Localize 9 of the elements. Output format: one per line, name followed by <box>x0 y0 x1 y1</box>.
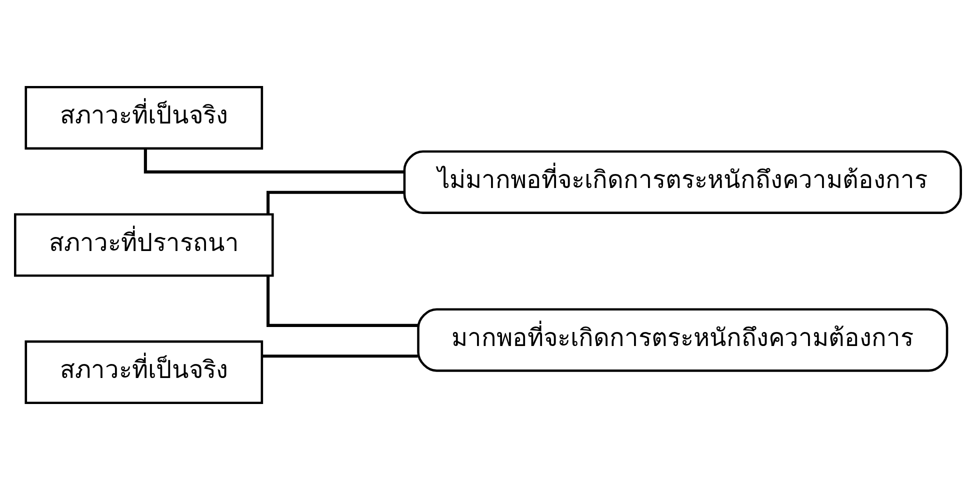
connector <box>266 190 404 214</box>
node-box: มากพอที่จะเกิดการตระหนักถึงความต้องการ <box>417 308 948 372</box>
connector <box>262 354 418 358</box>
node-box: สภาวะที่เป็นจริง <box>24 340 264 404</box>
node-box: สภาวะที่เป็นจริง <box>24 85 264 150</box>
node-box: ไม่มากพอที่จะเกิดการตระหนักถึงความต้องการ <box>403 150 962 214</box>
connector <box>144 148 404 173</box>
connector <box>266 275 418 326</box>
node-box: สภาวะที่ปรารถนา <box>14 212 274 276</box>
